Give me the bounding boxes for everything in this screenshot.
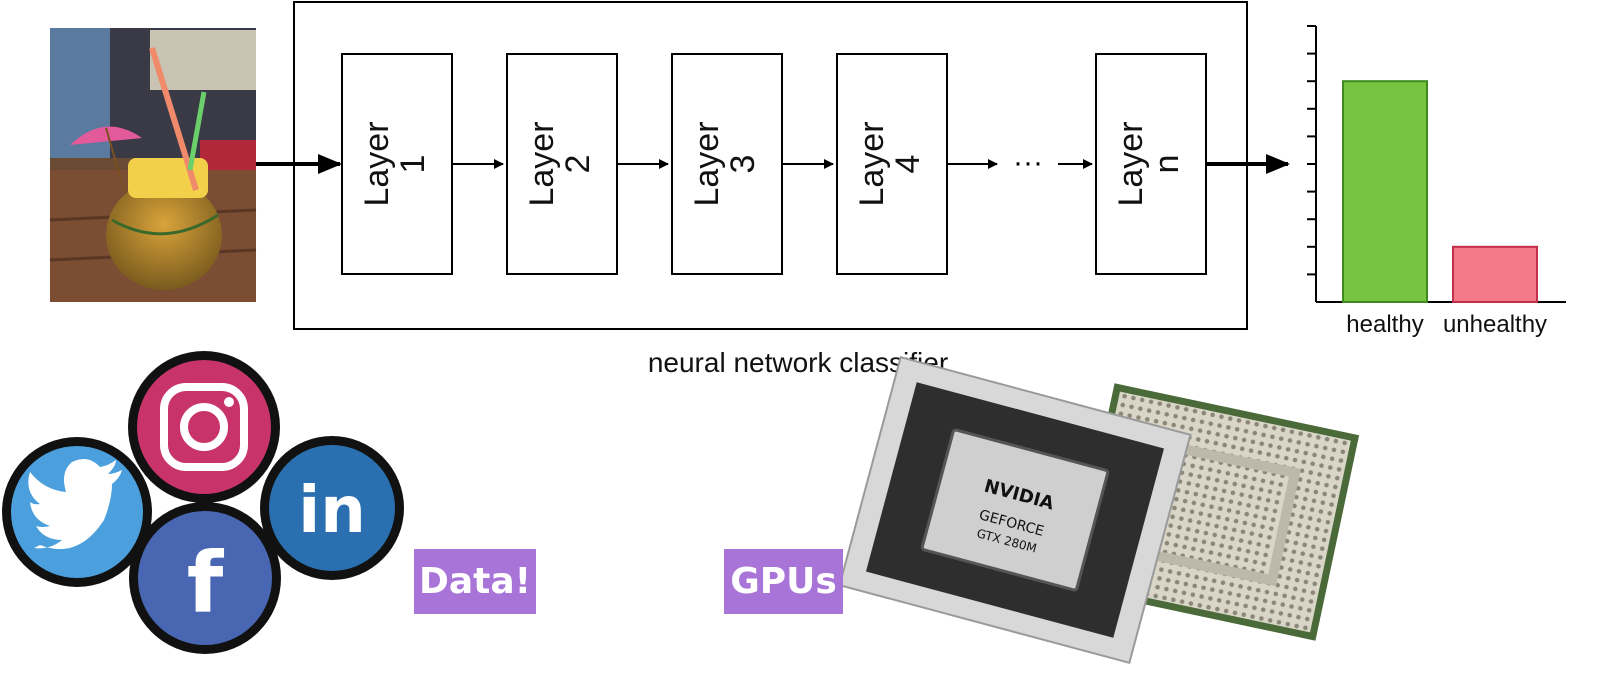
twitter-icon xyxy=(2,437,152,587)
linkedin-glyph: in xyxy=(298,474,366,548)
ellipsis: ··· xyxy=(1013,146,1043,179)
layer-4-word: Layer xyxy=(853,121,891,206)
x-label-unhealthy: unhealthy xyxy=(1443,311,1547,338)
layer-1-number: 1 xyxy=(394,155,432,174)
gpu-chip-photo: NVIDIA GEFORCE GTX 280M xyxy=(838,355,1360,665)
chart-ticks xyxy=(1307,25,1316,276)
layer-box-3: Layer 3 xyxy=(671,53,783,275)
instagram-icon xyxy=(128,351,280,503)
gpus-badge: GPUs xyxy=(724,549,843,614)
facebook-glyph: f xyxy=(187,534,225,632)
layer-box-1: Layer 1 xyxy=(341,53,453,275)
chart-x-labels: healthy unhealthy xyxy=(1346,311,1547,338)
layer-2-word: Layer xyxy=(523,121,561,206)
layer-box-n: Layer n xyxy=(1095,53,1207,275)
x-label-healthy: healthy xyxy=(1346,311,1423,338)
layer-n-word: Layer xyxy=(1112,121,1150,206)
layer-4-number: 4 xyxy=(889,155,927,174)
output-bar-chart: healthy unhealthy xyxy=(1307,25,1566,338)
layer-2-number: 2 xyxy=(559,155,597,174)
social-media-cluster: in f xyxy=(2,351,404,654)
data-badge: Data! xyxy=(414,549,536,614)
layer-1-word: Layer xyxy=(358,121,396,206)
bar-unhealthy xyxy=(1452,245,1538,304)
chart-bars xyxy=(1342,80,1538,304)
layer-stack: Layer 1 Layer 2 Layer 3 Layer 4 Layer n xyxy=(341,53,1207,275)
bar-healthy xyxy=(1342,80,1428,303)
pineapple-drink-photo xyxy=(49,28,257,302)
linkedin-icon: in xyxy=(260,436,404,580)
facebook-icon: f xyxy=(129,502,281,654)
layer-3-word: Layer xyxy=(688,121,726,206)
layer-3-number: 3 xyxy=(724,155,762,174)
layer-n-number: n xyxy=(1148,155,1186,174)
layer-box-4: Layer 4 xyxy=(836,53,948,275)
layer-box-2: Layer 2 xyxy=(506,53,618,275)
